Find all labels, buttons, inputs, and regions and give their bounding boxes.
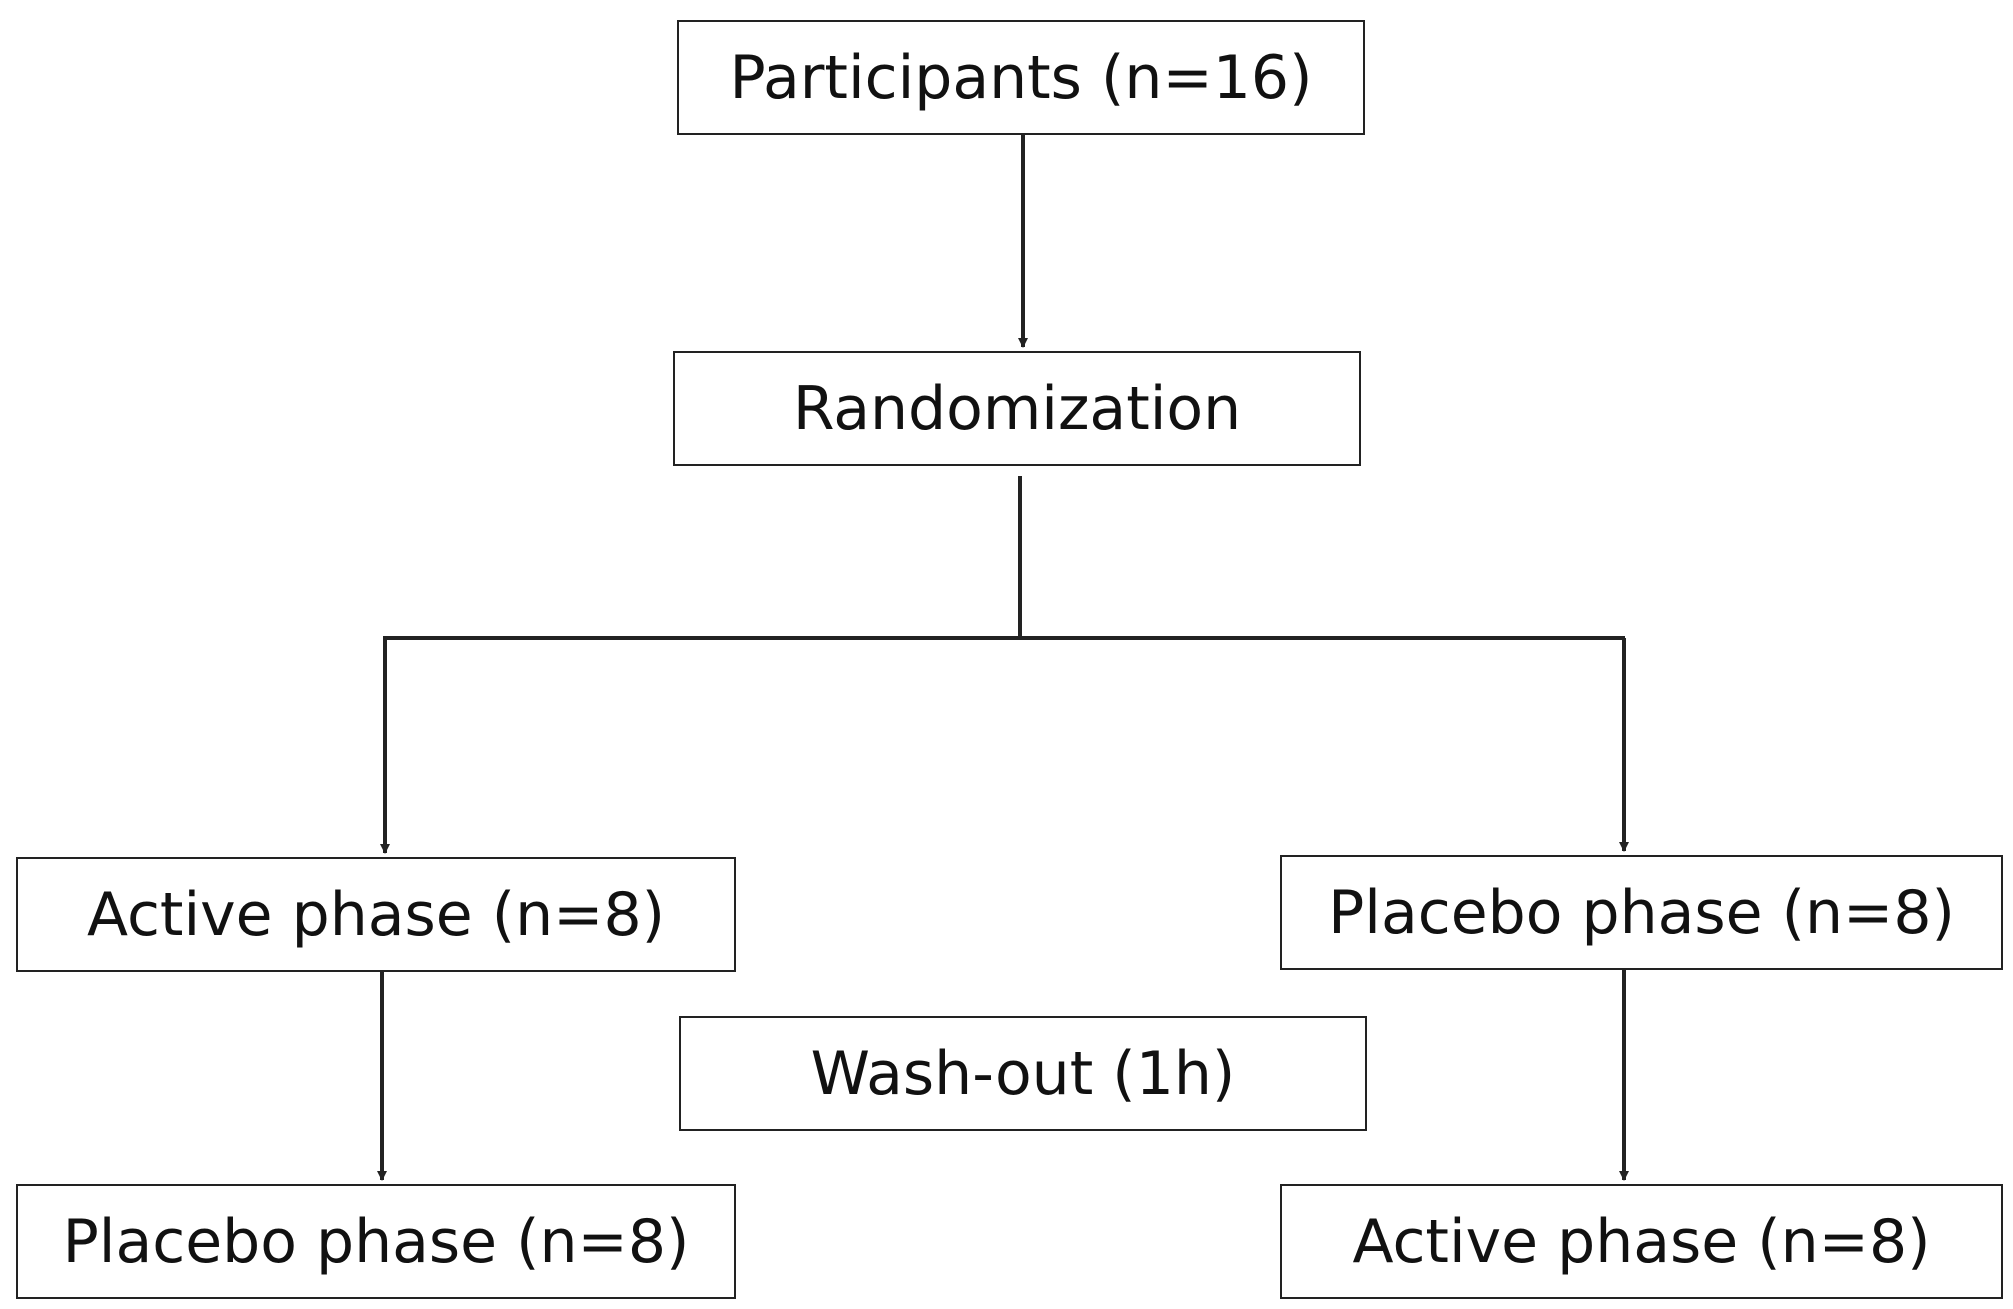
arm1-first-phase-label: Active phase (n=8): [86, 879, 666, 950]
washout-box: Wash-out (1h): [679, 1016, 1367, 1131]
arm2-second-phase-box: Active phase (n=8): [1280, 1184, 2003, 1299]
arm2-first-phase-label: Placebo phase (n=8): [1328, 877, 1955, 948]
arm2-first-phase-box: Placebo phase (n=8): [1280, 855, 2003, 970]
participants-label: Participants (n=16): [729, 42, 1313, 113]
randomization-box: Randomization: [673, 351, 1361, 466]
arm1-second-phase-box: Placebo phase (n=8): [16, 1184, 736, 1299]
participants-box: Participants (n=16): [677, 20, 1365, 135]
washout-label: Wash-out (1h): [810, 1038, 1236, 1109]
arm1-first-phase-box: Active phase (n=8): [16, 857, 736, 972]
randomization-label: Randomization: [792, 373, 1242, 444]
arm1-second-phase-label: Placebo phase (n=8): [62, 1206, 690, 1277]
arm2-second-phase-label: Active phase (n=8): [1352, 1206, 1931, 1277]
